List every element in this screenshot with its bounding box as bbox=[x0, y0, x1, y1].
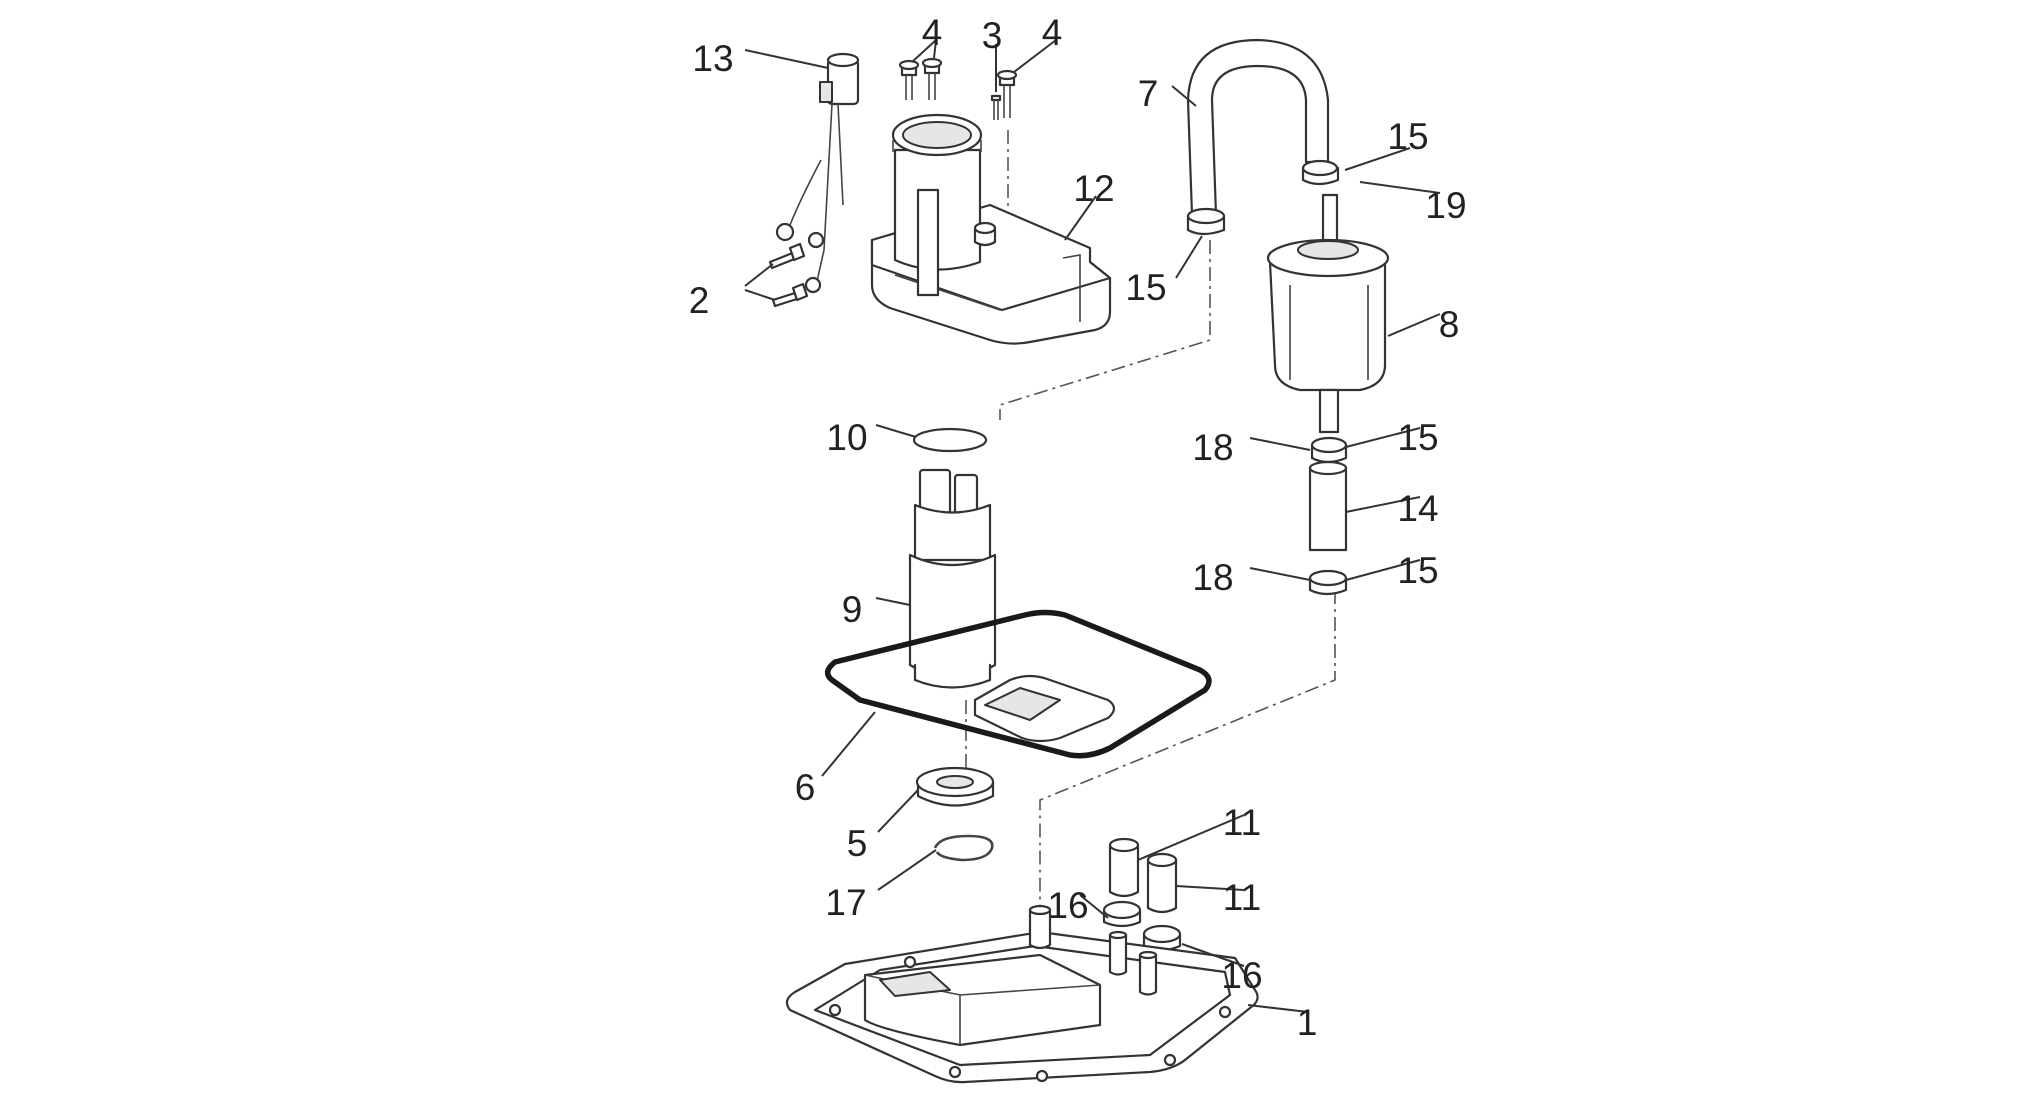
callout-c11a: 11 bbox=[1223, 802, 1261, 843]
spacer-part-5 bbox=[915, 766, 995, 807]
snap-ring-part-17 bbox=[933, 834, 994, 862]
callout-c4b: 4 bbox=[1042, 12, 1063, 53]
callout-c14: 14 bbox=[1397, 488, 1438, 529]
clamps-and-hose-parts-14-15-18 bbox=[1308, 436, 1348, 596]
nuts-part-16 bbox=[1102, 900, 1182, 952]
callout-c3: 3 bbox=[982, 15, 1003, 56]
callout-c16b: 16 bbox=[1221, 955, 1262, 996]
fuel-hose-part-7 bbox=[1186, 38, 1330, 217]
sensor-part-13 bbox=[775, 52, 860, 294]
callout-c13: 13 bbox=[692, 38, 733, 79]
callout-c12: 12 bbox=[1073, 168, 1114, 209]
callout-c17: 17 bbox=[825, 882, 866, 923]
fuel-filter-part-8 bbox=[1266, 193, 1390, 434]
callout-c18a: 18 bbox=[1192, 427, 1233, 468]
callout-c2: 2 bbox=[689, 280, 710, 321]
sleeves-part-11 bbox=[1108, 837, 1178, 914]
base-flange-part-1 bbox=[785, 904, 1259, 1084]
callout-c10: 10 bbox=[826, 417, 867, 458]
callout-c1: 1 bbox=[1297, 1002, 1318, 1043]
gasket-part-6 bbox=[824, 609, 1212, 759]
hose-clamps-part-15 bbox=[1186, 159, 1340, 236]
callout-c7: 7 bbox=[1138, 73, 1159, 114]
fuel-pump-part-9 bbox=[908, 468, 997, 689]
callout-c15d: 15 bbox=[1397, 550, 1438, 591]
pump-strainer bbox=[973, 674, 1116, 743]
callout-c4a: 4 bbox=[922, 12, 943, 53]
callout-c8: 8 bbox=[1439, 304, 1460, 345]
callout-c15c: 15 bbox=[1397, 417, 1438, 458]
callout-c11b: 11 bbox=[1223, 877, 1261, 918]
bolts-part-4-and-3 bbox=[898, 57, 1018, 120]
screws-part-2 bbox=[768, 242, 809, 308]
assembly-center-lines bbox=[965, 130, 1336, 920]
callout-c18b: 18 bbox=[1192, 557, 1233, 598]
callout-c16a: 16 bbox=[1047, 885, 1088, 926]
callout-c19: 19 bbox=[1425, 185, 1466, 226]
o-ring-part-10 bbox=[912, 427, 988, 453]
callout-c15b: 15 bbox=[1125, 267, 1166, 308]
callout-c6: 6 bbox=[795, 767, 816, 808]
callout-c9: 9 bbox=[842, 589, 863, 630]
callout-c15a: 15 bbox=[1387, 116, 1428, 157]
callout-c5: 5 bbox=[847, 823, 868, 864]
pump-housing-part-12 bbox=[870, 113, 1112, 345]
leader-lines bbox=[744, 39, 1441, 1013]
